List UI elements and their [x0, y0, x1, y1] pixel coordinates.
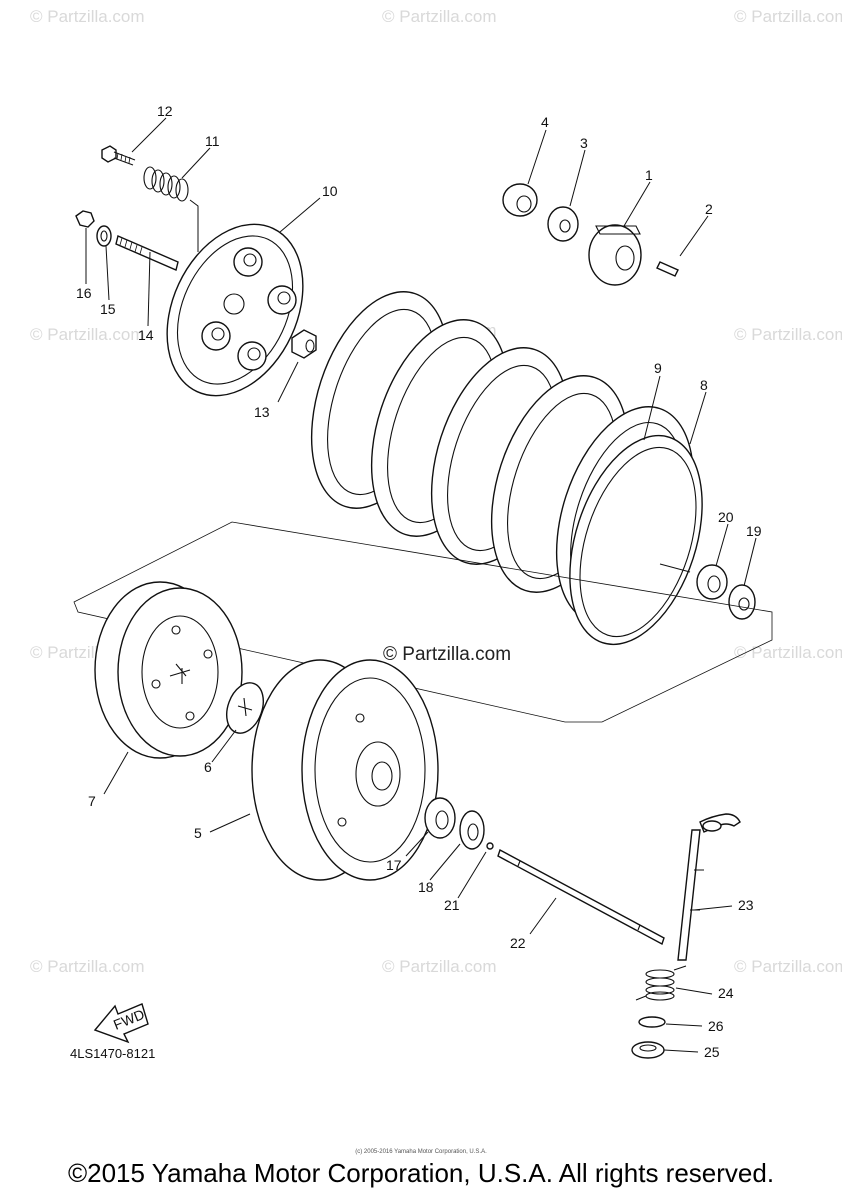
callout-12: 12: [157, 103, 173, 119]
part-3-washer: [547, 206, 579, 242]
part-17-washer: [424, 797, 456, 839]
callout-16: 16: [76, 285, 92, 301]
part-12-bolt: [101, 145, 136, 166]
callout-25: 25: [704, 1044, 720, 1060]
part-26-circlip: [638, 1016, 666, 1028]
part-16-nut: [75, 210, 95, 228]
watermark: © Partzilla.com: [30, 7, 145, 26]
callout-7: 7: [88, 793, 96, 809]
callout-13: 13: [254, 404, 270, 420]
part-15-washer: [96, 225, 112, 247]
callout-10: 10: [322, 183, 338, 199]
callout-19: 19: [746, 523, 762, 539]
leader-lines: [85, 117, 757, 1053]
watermarks: © Partzilla.com © Partzilla.com © Partzi…: [30, 7, 842, 976]
callout-3: 3: [580, 135, 588, 151]
watermark: © Partzilla.com: [30, 957, 145, 976]
part-10-pressure-plate: [166, 223, 304, 397]
part-4-nut: [502, 183, 538, 217]
callout-6: 6: [204, 759, 212, 775]
part-13-bushing: [291, 329, 317, 359]
part-14-stud: [115, 235, 179, 271]
watermark: © Partzilla.com: [382, 7, 497, 26]
part-24-spring: [635, 965, 687, 1001]
callout-21: 21: [444, 897, 460, 913]
part-23-push-lever: [677, 813, 741, 961]
part-19-circlip: [728, 584, 756, 620]
part-22-push-rod: [497, 848, 665, 946]
part-7-primary-driven-gear: [94, 581, 243, 759]
callout-18: 18: [418, 879, 434, 895]
callout-17: 17: [386, 857, 402, 873]
part-1-gear: [588, 224, 642, 286]
fwd-arrow-icon: FWD: [93, 1003, 149, 1044]
callout-20: 20: [718, 509, 734, 525]
callout-9: 9: [654, 360, 662, 376]
part-25-oil-seal: [631, 1041, 665, 1059]
part-2-key: [656, 261, 679, 277]
center-watermark: © Partzilla.com: [383, 644, 511, 665]
callout-11: 11: [205, 133, 220, 149]
watermark: © Partzilla.com: [734, 957, 842, 976]
watermark: © Partzilla.com: [734, 643, 842, 662]
callout-23: 23: [738, 897, 754, 913]
clutch-plate-stack: [310, 291, 703, 646]
callout-14: 14: [138, 327, 154, 343]
callout-8: 8: [700, 377, 708, 393]
callout-5: 5: [194, 825, 202, 841]
part-21-ball: [486, 842, 494, 850]
watermark: © Partzilla.com: [382, 957, 497, 976]
part-18-washer: [459, 810, 485, 850]
callouts: 12 11 10 16 15 14 13 4 3 1 2 9 8 20 19 7…: [76, 103, 762, 1060]
callout-26: 26: [708, 1018, 724, 1034]
part-5-clutch-housing: [251, 659, 439, 881]
callout-22: 22: [510, 935, 526, 951]
callout-24: 24: [718, 985, 734, 1001]
callout-15: 15: [100, 301, 116, 317]
footer-copyright: ©2015 Yamaha Motor Corporation, U.S.A. A…: [67, 1158, 775, 1188]
watermark: © Partzilla.com: [30, 325, 145, 344]
watermark: © Partzilla.com: [734, 7, 842, 26]
callout-4: 4: [541, 114, 549, 130]
small-copyright: (c) 2005-2016 Yamaha Motor Corporation, …: [355, 1149, 487, 1155]
watermark: © Partzilla.com: [734, 325, 842, 344]
callout-1: 1: [645, 167, 653, 183]
part-code: 4LS1470-8121: [70, 1046, 156, 1061]
callout-2: 2: [705, 201, 713, 217]
part-11-spring: [143, 166, 189, 202]
part-20-collar: [696, 564, 728, 600]
